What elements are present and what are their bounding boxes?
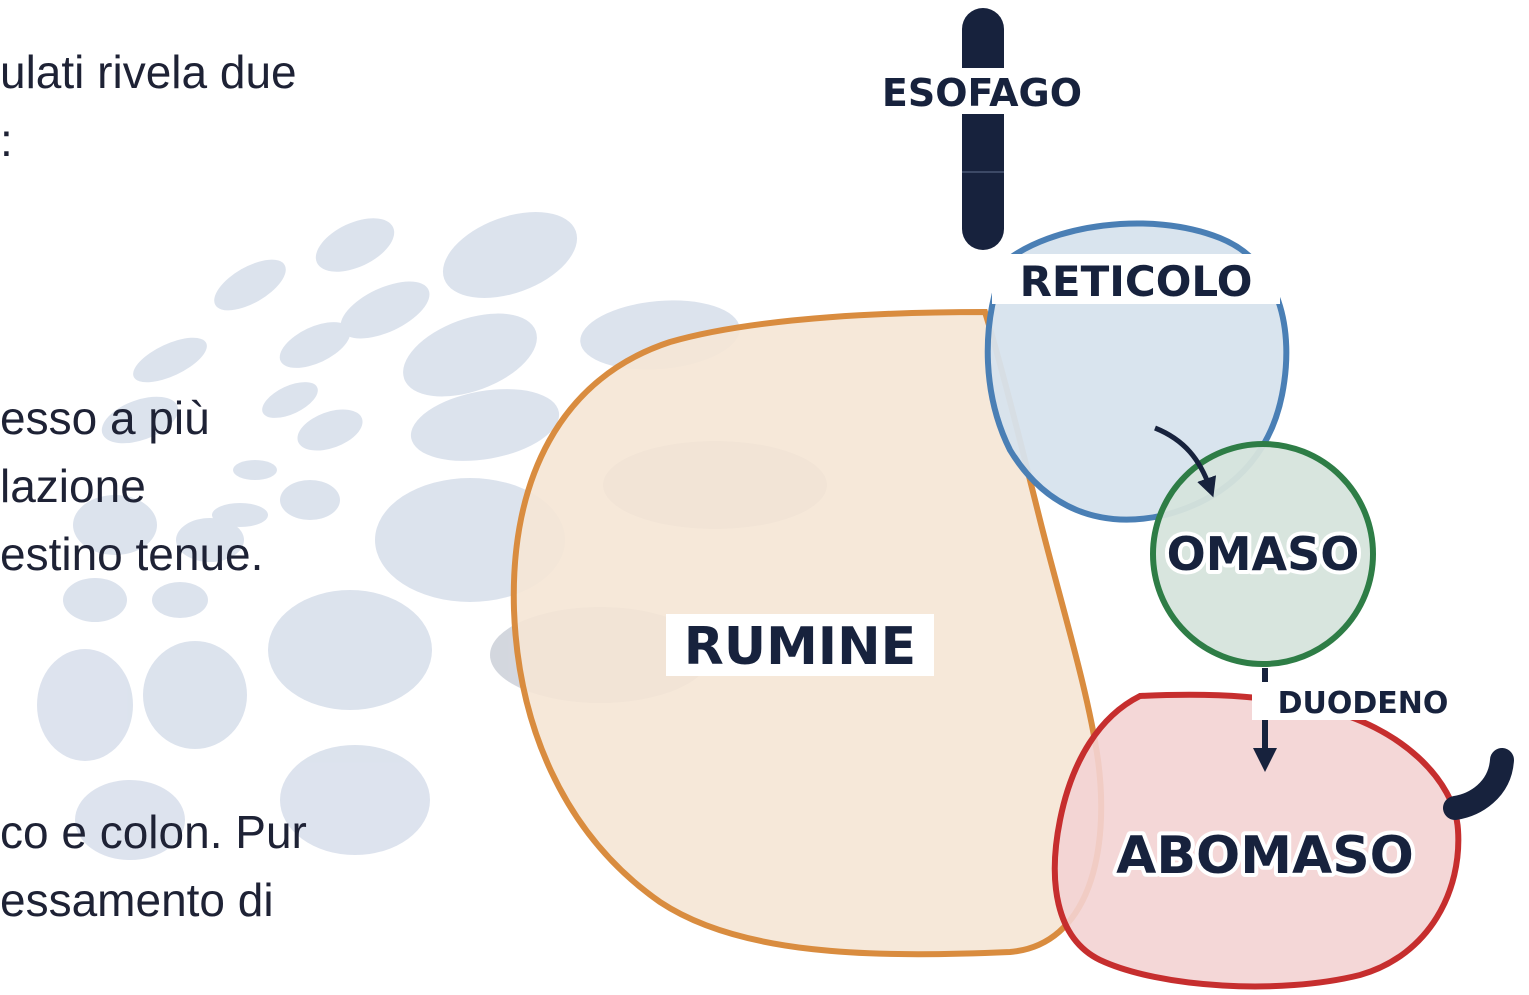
label-reticolo: RETICOLO [992, 254, 1280, 306]
omaso-label: OMASO [1167, 527, 1360, 581]
arrow-reticolo-omaso [1154, 425, 1217, 498]
text-line: ulati rivela due [0, 46, 297, 98]
label-abomaso: ABOMASO [1112, 822, 1418, 890]
text-line: : [0, 114, 13, 166]
esofago [962, 8, 1004, 250]
label-omaso: OMASO [1163, 523, 1364, 585]
omaso-chamber [1150, 441, 1376, 667]
label-duodeno: DUODENO [1252, 682, 1474, 721]
text-line: essamento di [0, 874, 274, 926]
duodeno-label: DUODENO [1278, 686, 1449, 721]
text-line: esso a più [0, 392, 210, 444]
reticolo-label: RETICOLO [1020, 257, 1253, 306]
text-line: lazione [0, 460, 146, 512]
abomaso-label: ABOMASO [1116, 826, 1414, 886]
text-line: co e colon. Pur [0, 806, 307, 858]
esofago-label: ESOFAGO [882, 71, 1082, 115]
text-line: estino tenue. [0, 528, 264, 580]
label-rumine: RUMINE [666, 614, 934, 677]
duodeno-tube [1443, 748, 1514, 820]
label-esofago: ESOFAGO [862, 68, 1102, 115]
esofago-tube [962, 8, 1004, 250]
rumine-label: RUMINE [684, 617, 916, 677]
